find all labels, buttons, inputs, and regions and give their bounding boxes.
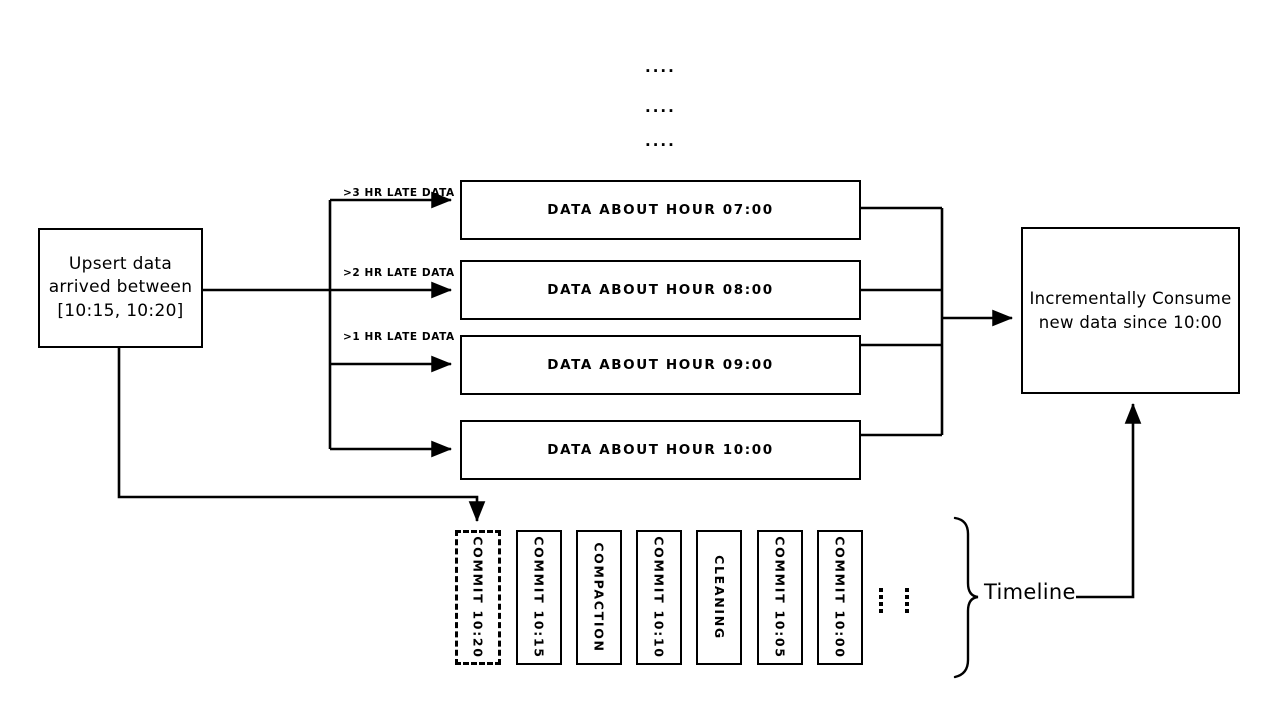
timeline-commit-label-6: COMMIT 10:05 [772,536,788,659]
hour-partition-label-09: DATA ABOUT HOUR 09:00 [547,357,774,373]
dot [905,609,909,613]
incremental-consumer-label: Incrementally Consume new data since 10:… [1029,289,1232,332]
upsert-source-box[interactable]: Upsert data arrived between [10:15, 10:2… [38,228,203,348]
dot [879,609,883,613]
timeline-commit-box-2[interactable]: COMMIT 10:15 [516,530,562,665]
dot [879,595,883,599]
ellipsis-row-1: .... [645,58,676,76]
hour-partition-label-10: DATA ABOUT HOUR 10:00 [547,442,774,458]
timeline-ellipsis-1 [879,588,883,616]
timeline-commit-label-3: COMPACTION [591,542,607,653]
dot [905,588,909,592]
edge-label-3hr-late: >3 HR LATE DATA [343,187,455,199]
dot [879,588,883,592]
edge-label-2hr-late: >2 HR LATE DATA [343,267,455,279]
edge-label-1hr-late: >1 HR LATE DATA [343,331,455,343]
hour-partition-box-07[interactable]: DATA ABOUT HOUR 07:00 [460,180,861,240]
timeline-brace [953,516,979,679]
edge-timeline-to-consumer [1076,402,1142,599]
timeline-commit-box-6[interactable]: COMMIT 10:05 [757,530,803,665]
ellipsis-row-3: .... [645,132,676,150]
hour-partition-label-07: DATA ABOUT HOUR 07:00 [547,202,774,218]
ellipsis-row-2: .... [645,98,676,116]
timeline-commit-label-7: COMMIT 10:00 [832,536,848,659]
upsert-source-label: Upsert data arrived between [10:15, 10:2… [48,253,193,321]
timeline-commit-box-4[interactable]: COMMIT 10:10 [636,530,682,665]
timeline-commit-label-1: COMMIT 10:20 [470,536,486,659]
timeline-commit-box-5[interactable]: CLEANING [696,530,742,665]
hour-partition-box-09[interactable]: DATA ABOUT HOUR 09:00 [460,335,861,395]
timeline-commit-box-7[interactable]: COMMIT 10:00 [817,530,863,665]
timeline-commit-box-3[interactable]: COMPACTION [576,530,622,665]
timeline-commit-label-4: COMMIT 10:10 [651,536,667,659]
hour-partition-label-08: DATA ABOUT HOUR 08:00 [547,282,774,298]
hour-partition-box-10[interactable]: DATA ABOUT HOUR 10:00 [460,420,861,480]
timeline-commit-label-5: CLEANING [711,555,727,640]
timeline-caption: Timeline [984,580,1076,604]
dot [905,595,909,599]
timeline-ellipsis-2 [905,588,909,616]
incremental-consumer-box[interactable]: Incrementally Consume new data since 10:… [1021,227,1240,394]
dot [879,602,883,606]
timeline-commit-box-1[interactable]: COMMIT 10:20 [455,530,501,665]
timeline-commit-label-2: COMMIT 10:15 [531,536,547,659]
hour-partition-box-08[interactable]: DATA ABOUT HOUR 08:00 [460,260,861,320]
edge-source-to-commit-1020 [117,348,486,523]
dot [905,602,909,606]
